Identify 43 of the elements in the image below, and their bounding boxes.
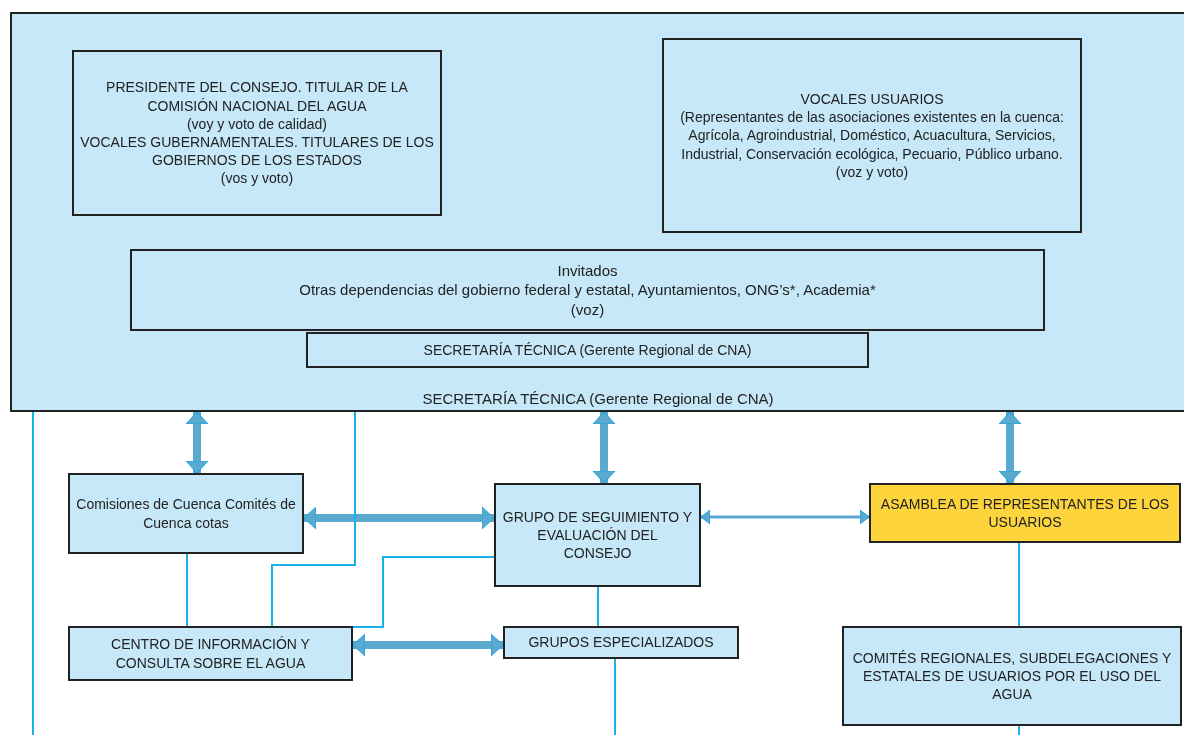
connector-line xyxy=(32,411,34,735)
connector-line xyxy=(597,586,599,627)
process-box xyxy=(494,483,701,587)
connector-line xyxy=(352,556,495,628)
connector-line xyxy=(186,553,188,627)
connector-line xyxy=(614,658,616,735)
node-text: GRUPO DE SEGUIMIENTO Y EVALUACIÓN DEL CONSEJO xyxy=(502,507,693,563)
connector-line xyxy=(1018,725,1020,735)
node-text: (voz y voto) xyxy=(835,162,909,181)
node-text: (Representantes de las asociaciones existentes en la cuenca: Agrícola, Agroindustrial, Doméstico, Acuacultura, Servicios, Industrial, Conservación ecológica, Pecuario, Público urbano. xyxy=(679,108,1065,163)
council-panel xyxy=(10,12,1184,412)
double-arrow xyxy=(592,411,616,484)
node-text: Comisiones de Cuenca Comités de Cuenca cotas xyxy=(76,495,296,532)
process-box xyxy=(842,626,1182,726)
connector-line xyxy=(1018,542,1020,627)
double-arrow xyxy=(303,506,495,530)
node-text: GRUPOS ESPECIALIZADOS xyxy=(528,633,714,652)
connector-line xyxy=(271,411,356,627)
node-text: COMITÉS REGIONALES, SUBDELEGACIONES Y ESTATALES DE USUARIOS POR EL USO DEL AGUA xyxy=(851,648,1173,704)
node-text: Otras dependencias del gobierno federal y estatal, Ayuntamientos, ONG’s*, Academia* xyxy=(299,280,876,300)
process-box xyxy=(503,626,739,659)
node-text: (vos y voto) xyxy=(220,169,294,188)
node-text: ASAMBLEA DE REPRESENTANTES DE LOS USUARIOS xyxy=(879,494,1171,532)
node-text: CENTRO DE INFORMACIÓN Y CONSULTA SOBRE EL AGUA xyxy=(110,635,311,672)
commission-box xyxy=(68,473,304,554)
node-text: SECRETARÍA TÉCNICA (Gerente Regional de CNA) xyxy=(421,388,775,408)
node-text: SECRETARÍA TÉCNICA (Gerente Regional de CNA) xyxy=(423,340,752,360)
node-text: VOCALES USUARIOS xyxy=(800,90,944,109)
assembly-box xyxy=(869,483,1181,543)
node-text: (voz) xyxy=(570,299,605,320)
node-text: (voy y voto de calidad) xyxy=(186,114,328,133)
double-arrow xyxy=(352,633,504,657)
node-text: VOCALES GUBERNAMENTALES. TITULARES DE LOS GOBIERNOS DE LOS ESTADOS xyxy=(80,133,434,170)
node-text: Invitados xyxy=(557,260,618,281)
double-arrow xyxy=(185,411,209,474)
double-arrow xyxy=(700,509,870,525)
secretariat-box xyxy=(306,332,869,368)
node-text: PRESIDENTE DEL CONSEJO. TITULAR DE LA COMISIÓN NACIONAL DEL AGUA xyxy=(105,78,409,115)
double-arrow xyxy=(998,411,1022,484)
member-box xyxy=(662,38,1082,233)
member-box xyxy=(72,50,442,216)
process-box xyxy=(68,626,353,681)
guest-box xyxy=(130,249,1045,331)
